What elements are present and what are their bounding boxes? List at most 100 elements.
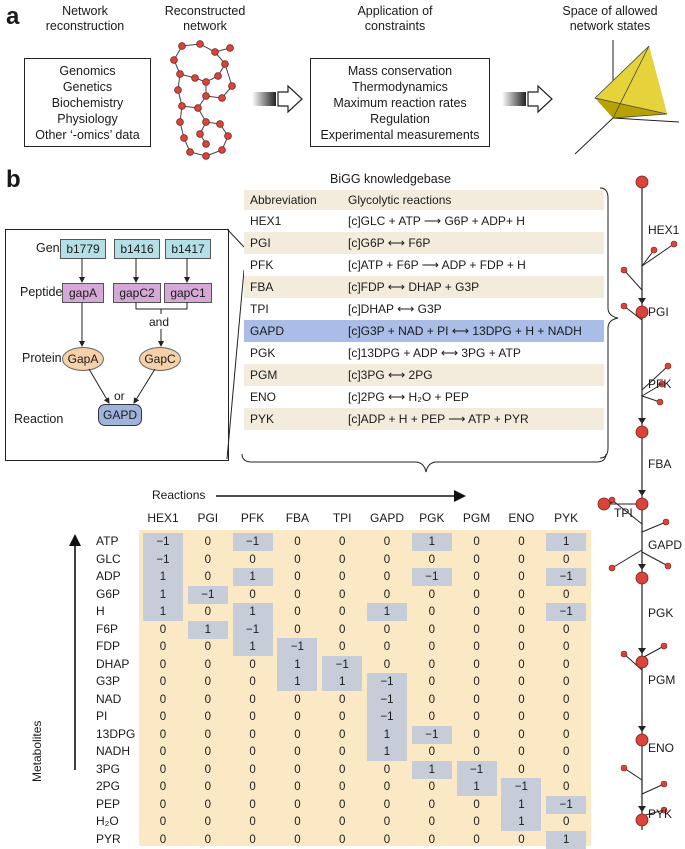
- matrix-cell: 0: [204, 746, 211, 758]
- pathway-label-pgk: PGK: [648, 606, 674, 620]
- matrix-row-8: G3P: [96, 674, 121, 688]
- kb-abbr: PFK: [250, 258, 274, 272]
- matrix-cell: 1: [143, 603, 183, 621]
- matrix-cell: 0: [562, 623, 570, 636]
- matrix-cell: 0: [518, 711, 525, 723]
- matrix-col-pgm: PGM: [462, 511, 491, 525]
- matrix-cell: −1: [143, 550, 183, 569]
- matrix-cell: 0: [428, 606, 435, 618]
- matrix-cell: 0: [338, 641, 346, 653]
- matrix-cell: 0: [294, 763, 301, 776]
- matrix-cell: 0: [428, 658, 435, 671]
- matrix-cell: 1: [143, 568, 183, 586]
- matrix-cell: 0: [383, 553, 391, 566]
- matrix-cell: −1: [322, 655, 363, 674]
- panel-b-letter: b: [6, 166, 21, 193]
- matrix-cell: 0: [473, 728, 480, 741]
- matrix-cell: 0: [204, 606, 211, 618]
- kb-row-pgm: PGM[c]3PG ⟷ 2PG: [244, 364, 604, 386]
- matrix-cell: 0: [159, 833, 167, 846]
- matrix-cell: 0: [294, 693, 301, 706]
- matrix-cell: −1: [143, 533, 183, 551]
- kb-abbr: PGK: [250, 346, 276, 360]
- matrix-cell: −1: [367, 690, 407, 709]
- matrix-cell: 0: [428, 816, 435, 828]
- matrix-cell: 0: [562, 658, 570, 671]
- matrix-cell: 0: [428, 588, 435, 601]
- kb-abbr: PYK: [250, 412, 275, 426]
- matrix-cell: 1: [411, 760, 452, 779]
- matrix-cell: 0: [159, 763, 167, 776]
- matrix-cell: 0: [562, 816, 570, 828]
- matrix-cell: 0: [294, 623, 301, 636]
- pathway-label-fba: FBA: [648, 457, 672, 471]
- reaction-GAPD: GAPD: [98, 404, 142, 426]
- matrix-cell: 0: [159, 816, 167, 828]
- constraint-thermodynamics: Thermodynamics: [352, 79, 448, 94]
- matrix-cell: 0: [294, 553, 301, 566]
- gene-b1417: b1417: [165, 239, 211, 259]
- matrix-cell: −1: [546, 603, 587, 621]
- matrix-cell: 0: [473, 693, 480, 706]
- arrow-to-solution-space: [502, 84, 553, 114]
- matrix-cell: 0: [518, 728, 525, 741]
- matrix-cell: 0: [249, 746, 256, 758]
- matrix-cell: 0: [338, 798, 346, 811]
- matrix-cell: 0: [249, 798, 256, 811]
- matrix-cell: 0: [383, 623, 391, 636]
- matrix-cell: 0: [204, 553, 211, 566]
- matrix-cell: 0: [204, 571, 211, 583]
- matrix-cell: 0: [383, 588, 391, 601]
- matrix-cell: 0: [473, 571, 480, 583]
- matrix-cell: −1: [411, 725, 452, 744]
- metabolites-axis-label: Metabolites: [30, 720, 44, 782]
- matrix-cell: 0: [428, 798, 435, 811]
- matrix-col-pgi: PGI: [197, 511, 219, 525]
- matrix-cell: 0: [518, 746, 525, 758]
- matrix-cell: 0: [338, 728, 346, 741]
- peptide-gapC1: gapC1: [164, 283, 212, 303]
- reactions-axis-label: Reactions: [152, 488, 206, 502]
- matrix-cell: 0: [383, 833, 391, 846]
- matrix-cell: 1: [277, 655, 318, 674]
- matrix-cell: 0: [473, 833, 480, 846]
- constraint-regulation: Regulation: [370, 111, 430, 126]
- gpr-connectors: [79, 258, 190, 404]
- matrix-cell: −1: [367, 673, 407, 691]
- matrix-cell: 1: [322, 673, 363, 691]
- matrix-row-0: ATP: [96, 534, 119, 548]
- kb-abbr: ENO: [250, 390, 277, 404]
- matrix-cell: 0: [338, 711, 346, 723]
- pathway-label-hex1: HEX1: [648, 223, 680, 237]
- matrix-cell: 0: [383, 536, 391, 548]
- pathway-label-pfk: PFK: [648, 377, 672, 391]
- matrix-cell: 0: [562, 676, 570, 688]
- matrix-cell: 0: [204, 536, 211, 548]
- matrix-row-13: 3PG: [96, 761, 121, 776]
- matrix-cell: 0: [383, 816, 391, 828]
- matrix-cell: 0: [249, 676, 256, 688]
- matrix-row-12: NADH: [96, 744, 131, 758]
- kb-equation: [c]GLC + ATP ⟶ G6P + ADP+ H: [348, 214, 525, 228]
- matrix-cell: 0: [249, 816, 256, 828]
- matrix-cell: 1: [277, 673, 318, 691]
- matrix-cell: 0: [204, 763, 211, 776]
- matrix-cell: 0: [338, 746, 346, 758]
- matrix-cell: 0: [294, 833, 301, 846]
- matrix-cell: 0: [473, 623, 480, 636]
- matrix-cell: 0: [338, 571, 346, 583]
- matrix-cell: 0: [518, 641, 525, 653]
- kb-equation: [c]ADP + H + PEP ⟶ ATP + PYR: [348, 412, 529, 426]
- kb-row-pyk: PYK [c]ADP + H + PEP ⟶ ATP + PYR: [244, 408, 604, 430]
- matrix-cell: 0: [562, 641, 570, 653]
- matrix-cell: 0: [428, 623, 435, 636]
- gpr-label-protein: Protein: [22, 351, 62, 365]
- pathway-label-pgm: PGM: [648, 673, 676, 687]
- gene-b1779: b1779: [60, 239, 106, 259]
- reactions-axis-arrow: [216, 490, 466, 502]
- matrix-cell: 0: [473, 553, 480, 566]
- matrix-cell: 0: [204, 693, 211, 706]
- matrix-cell: 0: [518, 676, 525, 688]
- matrix-cell: 1: [501, 813, 542, 831]
